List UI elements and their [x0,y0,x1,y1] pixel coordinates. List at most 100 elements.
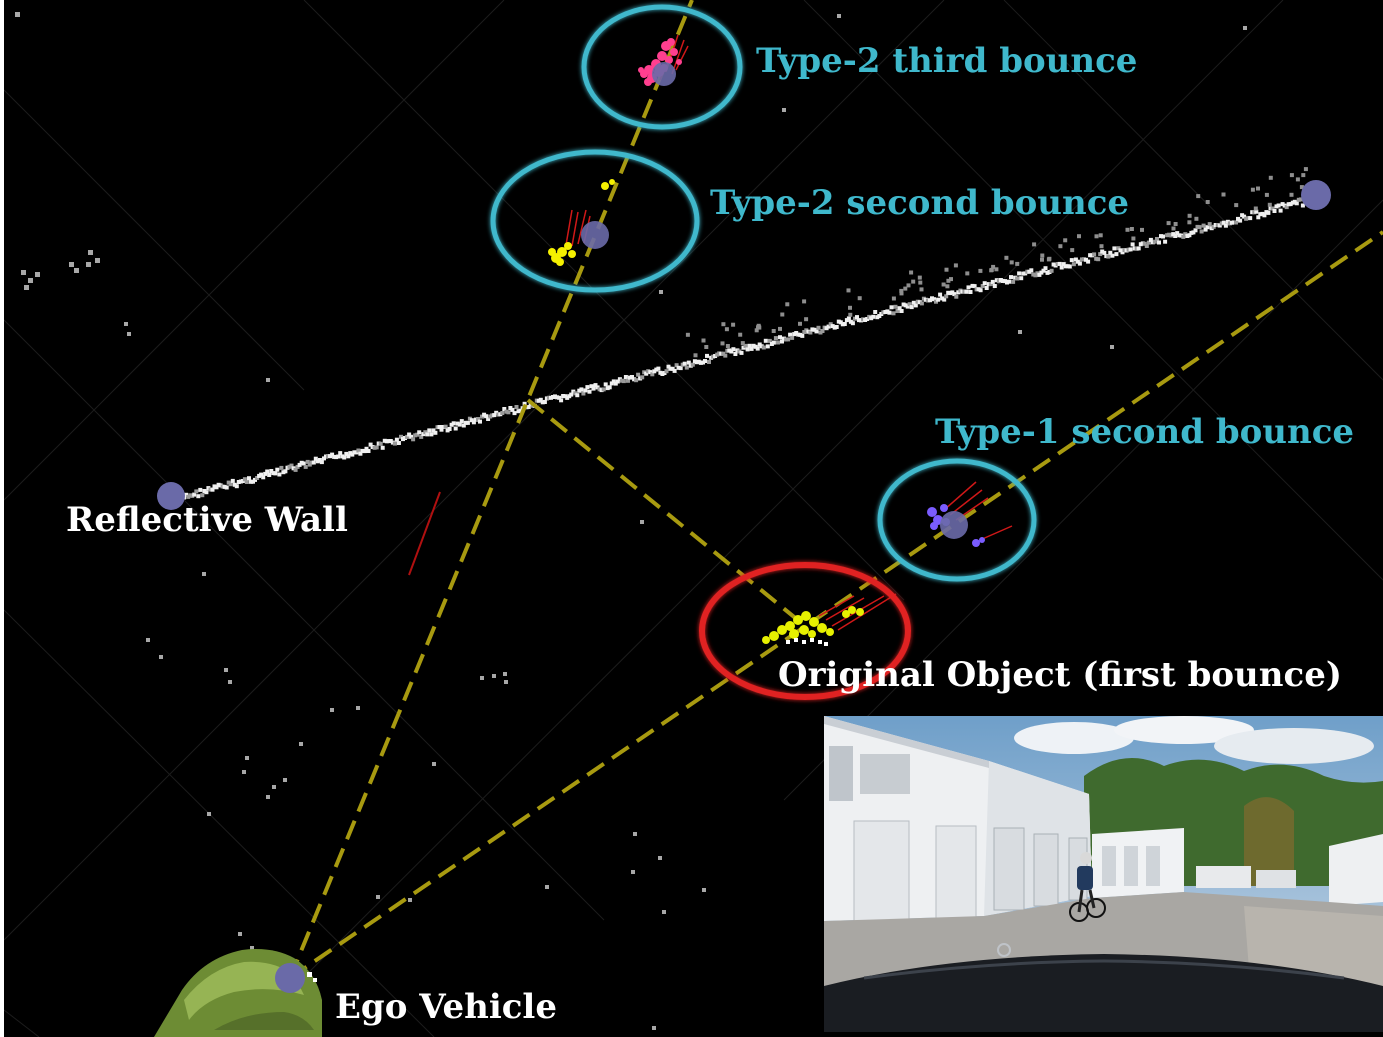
noise-points [15,12,1247,1030]
wall-point [940,296,945,301]
wall-point [1191,230,1196,235]
wall-point [1234,220,1238,225]
wall-point [786,337,791,342]
wall-point [1248,216,1253,221]
wall-point [873,310,878,314]
wall-scatter-point [1221,192,1226,197]
wall-scatter-point [1299,185,1304,190]
wall-point [790,335,795,340]
wall-point [518,408,523,413]
wall-point [1049,268,1054,273]
wall-scatter-point [1289,173,1294,178]
wall-point [261,475,266,480]
wall-point [759,344,764,349]
wall-scatter-point [994,267,999,272]
wall-point [1142,241,1147,246]
wall-point [1161,234,1165,239]
wall-point [664,369,669,374]
wall-point [634,378,639,383]
wall-scatter-point [899,288,904,293]
wall-point [1106,254,1111,259]
wall-point [630,375,634,379]
wall-point [913,303,918,308]
wall-scatter-point [754,328,759,333]
wall-point [563,394,568,399]
wall-point [589,384,594,389]
wall-point [344,451,349,456]
wall-point [646,369,651,374]
wall-point [765,344,770,349]
wall-point [666,364,671,369]
wall-point [293,467,298,472]
wall-scatter-point [1194,216,1199,221]
wall-point [206,486,211,491]
wall-point [925,298,930,303]
wall-point [755,346,760,351]
wall-point [782,336,786,341]
wall-point [1266,210,1271,215]
wall-point [820,329,825,333]
wall-point [1193,228,1198,233]
wall-point [936,297,941,302]
wall-scatter-point [1140,227,1144,232]
wall-point [607,385,612,390]
ring-type2-second [490,149,700,293]
wall-scatter-point [1040,257,1044,262]
wall-point [579,387,584,392]
wall-point [1262,213,1267,218]
wall-point [733,352,738,356]
wall-point [1173,234,1178,238]
wall-point [1011,279,1016,284]
wall-point [638,376,643,381]
wall-point [447,427,452,431]
wall-scatter-point [802,299,807,304]
wall-point [729,349,734,354]
wall-point [1203,227,1208,232]
wall-point [636,372,641,377]
highlight-rings [490,4,1037,700]
wall-scatter-point [785,302,790,307]
wall-point [763,338,768,343]
wall-point [737,349,742,354]
wall-point [656,366,661,371]
wall-point [889,305,894,310]
wall-point [1043,266,1048,271]
wall-point [674,363,679,368]
wall-scatter-point [917,275,922,280]
wall-point [1201,223,1206,228]
wall-scatter-point [1196,194,1201,199]
wall-point [342,455,347,460]
wall-point [676,365,681,370]
wall-point [1007,279,1011,284]
wall-point [577,388,582,393]
wall-scatter-point [918,280,923,285]
wall-point [672,368,677,373]
wall-point [668,366,673,371]
wall-point [242,477,247,482]
wall-point [516,409,521,414]
wall-scatter-point [798,321,802,326]
wall-scatter-point [945,284,950,289]
wall-point [1175,231,1180,236]
wall-point [253,477,257,482]
wall-point [1041,268,1046,273]
wall-point [184,492,189,497]
type1-second-bounce-cluster [927,481,1013,547]
wall-point [415,432,420,437]
wall-point [654,367,659,372]
wall-point [1280,202,1285,207]
wall-point [857,318,861,323]
wall-point [778,335,782,340]
camera-inset-illustration [824,716,1383,1032]
wall-scatter-point [1098,233,1103,238]
wall-point [330,452,335,457]
wall-scatter-point [949,277,953,282]
wall-point [1098,252,1103,257]
wall-point [542,400,547,404]
wall-point [263,471,268,476]
wall-point [982,281,987,286]
wall-point [453,426,458,431]
wall-point [834,325,839,329]
wall-scatter-point [804,317,809,322]
wall-point [1021,271,1026,276]
